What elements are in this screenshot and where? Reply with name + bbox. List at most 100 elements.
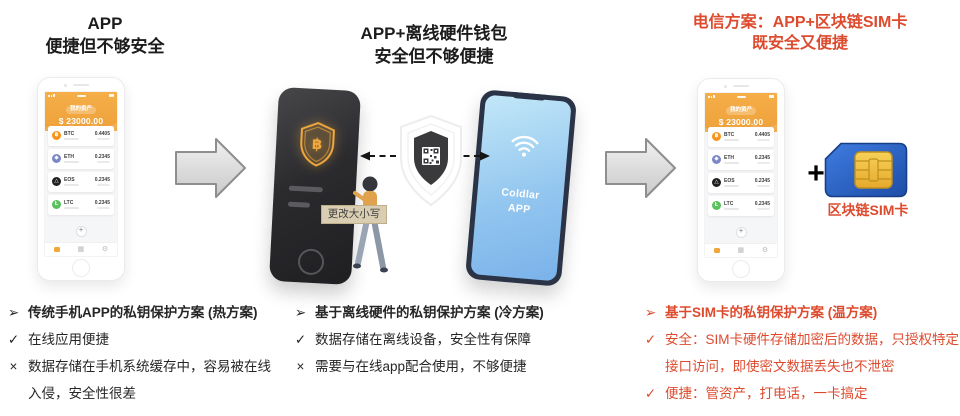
- coldlar-screen: Coldlar APP: [470, 94, 572, 282]
- add-coin-row: +: [45, 219, 117, 237]
- coin-list: ฿ BTC 0.4405 ◆ ETH 0.2345 △ EOS 0.2345 Ł…: [45, 125, 117, 215]
- middle-section-title: APP+离线硬件钱包 安全但不够便捷: [298, 22, 570, 68]
- left-bullet-list: ➢ 传统手机APP的私钥保护方案 (热方案) ✓ 在线应用便捷 × 数据存储在手…: [6, 299, 284, 407]
- coin-row-ltc: Ł LTC 0.2345: [48, 194, 114, 215]
- list-item: ✓ 在线应用便捷: [6, 326, 284, 353]
- check-icon: ✓: [644, 332, 657, 347]
- home-ring: [297, 248, 325, 276]
- ltc-icon: Ł: [712, 201, 721, 211]
- coin-amount: 0.2345: [94, 176, 110, 183]
- status-bar: [705, 93, 777, 99]
- right-block-arrow: [605, 138, 676, 198]
- settings-gear-icon: ⚙: [101, 246, 109, 253]
- cross-icon: ×: [9, 359, 18, 374]
- list-item: ✓ 数据存储在离线设备，安全性有保障: [293, 326, 575, 353]
- hardware-wallet-phone: ฿: [268, 86, 362, 286]
- add-coin-button: +: [75, 225, 87, 237]
- btc-icon: ฿: [712, 132, 721, 142]
- title-line: 既安全又便捷: [751, 35, 848, 52]
- qr-shield-icon: [400, 114, 462, 207]
- ltc-icon: Ł: [52, 200, 61, 210]
- status-bar: [45, 92, 117, 98]
- coin-amount: 0.4405: [754, 131, 770, 138]
- coin-symbol: LTC: [724, 200, 734, 207]
- coin-symbol: ETH: [64, 153, 74, 160]
- coin-symbol: BTC: [64, 130, 75, 137]
- grid-tab-icon: ▦: [77, 246, 85, 253]
- home-button: [72, 259, 90, 277]
- title-line: APP: [87, 14, 123, 33]
- title-line: APP+离线硬件钱包: [360, 24, 508, 43]
- total-balance: $ 23000.00: [718, 117, 764, 128]
- list-item: × 数据存储在手机系统缓存中，容易被在线入侵，安全性很差: [6, 353, 284, 407]
- wallet-phone-left: 我的资产 $ 23000.00 ฿ BTC 0.4405 ◆ ETH 0.234…: [37, 77, 125, 281]
- coin-row-btc: ฿ BTC 0.4405: [48, 125, 114, 146]
- check-icon: ✓: [644, 386, 657, 401]
- title-line: 电信方案：APP+区块链SIM卡: [692, 14, 908, 31]
- cross-icon: ×: [296, 359, 305, 374]
- list-header: ➢ 基于SIM卡的私钥保护方案 (温方案): [643, 299, 959, 326]
- assets-pill: 我的资产: [725, 107, 756, 115]
- time-bar: [77, 94, 87, 97]
- plus-sign: +: [807, 157, 825, 190]
- coin-symbol: LTC: [64, 199, 74, 206]
- settings-gear-icon: ⚙: [761, 247, 769, 254]
- speaker-bar: [73, 84, 89, 86]
- tab-bar: ▦ ⚙: [45, 242, 117, 256]
- coin-symbol: ETH: [724, 154, 734, 161]
- coin-amount: 0.4405: [94, 130, 110, 137]
- camera-dot: [64, 84, 67, 87]
- coin-row-ltc: Ł LTC 0.2345: [708, 195, 774, 216]
- eos-icon: △: [712, 178, 721, 188]
- right-section-title: 电信方案：APP+区块链SIM卡 既安全又便捷: [648, 12, 952, 54]
- change-case-tooltip: 更改大小写: [321, 205, 387, 224]
- coin-row-eos: △ EOS 0.2345: [48, 171, 114, 192]
- check-icon: ✓: [294, 332, 307, 347]
- grid-tab-icon: ▦: [737, 247, 745, 254]
- battery-icon: [109, 94, 114, 97]
- placeholder-bar: [287, 201, 311, 208]
- coldlar-app-label: Coldlar APP: [476, 183, 564, 220]
- coin-symbol: EOS: [64, 176, 75, 183]
- svg-text:฿: ฿: [312, 136, 323, 154]
- middle-bullet-list: ➢ 基于离线硬件的私钥保护方案 (冷方案) ✓ 数据存储在离线设备，安全性有保障…: [293, 299, 575, 380]
- right-block-arrow: [175, 138, 246, 198]
- camera-dot: [724, 85, 727, 88]
- wallet-tab-icon: [713, 247, 720, 254]
- arrow-bullet-icon: ➢: [7, 305, 20, 320]
- home-button: [732, 260, 750, 278]
- list-header: ➢ 基于离线硬件的私钥保护方案 (冷方案): [293, 299, 575, 326]
- coin-symbol: BTC: [724, 131, 735, 138]
- tab-bar: ▦ ⚙: [705, 243, 777, 257]
- right-bullet-list: ➢ 基于SIM卡的私钥保护方案 (温方案) ✓ 安全：SIM卡硬件存储加密后的数…: [643, 299, 959, 407]
- coin-amount: 0.2345: [754, 200, 770, 207]
- left-section-title: APP 便捷但不够安全: [15, 12, 195, 58]
- total-balance: $ 23000.00: [58, 116, 104, 127]
- list-item: × 需要与在线app配合使用，不够便捷: [293, 353, 575, 380]
- signal-icon: [48, 94, 55, 98]
- wallet-screen: 我的资产 $ 23000.00 ฿ BTC 0.4405 ◆ ETH 0.234…: [44, 91, 118, 257]
- title-line: 安全但不够便捷: [374, 47, 494, 66]
- coin-amount: 0.2345: [94, 199, 110, 206]
- wallet-screen: 我的资产 $ 23000.00 ฿ BTC 0.4405 ◆ ETH 0.234…: [704, 92, 778, 258]
- sim-card-label: 区块链SIM卡: [827, 202, 909, 218]
- eth-icon: ◆: [712, 155, 721, 165]
- bitcoin-shield-icon: ฿: [300, 122, 335, 167]
- person-figure: [353, 176, 388, 273]
- coin-row-eos: △ EOS 0.2345: [708, 172, 774, 193]
- add-coin-button: +: [735, 226, 747, 238]
- arrow-bullet-icon: ➢: [294, 305, 307, 320]
- arrow-bullet-icon: ➢: [644, 305, 657, 320]
- coin-list: ฿ BTC 0.4405 ◆ ETH 0.2345 △ EOS 0.2345 Ł…: [705, 126, 777, 216]
- eos-icon: △: [52, 177, 61, 187]
- blockchain-sim-card: [824, 142, 908, 198]
- signal-icon: [708, 95, 715, 99]
- time-bar: [737, 95, 747, 98]
- add-coin-row: +: [705, 220, 777, 238]
- title-line: 便捷但不够安全: [45, 37, 165, 56]
- coin-amount: 0.2345: [754, 177, 770, 184]
- assets-pill: 我的资产: [65, 106, 96, 114]
- coin-row-btc: ฿ BTC 0.4405: [708, 126, 774, 147]
- coin-amount: 0.2345: [754, 154, 770, 161]
